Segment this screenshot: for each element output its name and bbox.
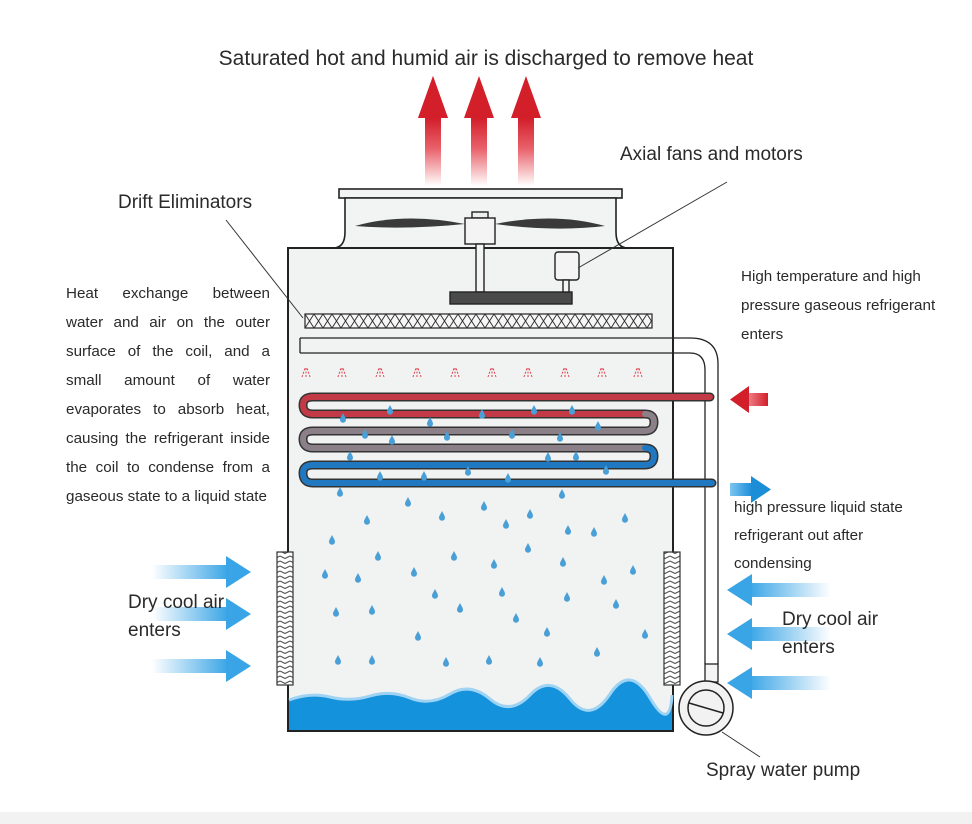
condenser-coil [298,392,717,488]
dry-air-right-label: Dry cool air enters [782,609,879,658]
refrigerant-in-arrow-icon [730,386,768,413]
hot-air-arrows [418,76,541,186]
fan-blades-icon [355,218,605,229]
drift-eliminators-label: Drift Eliminators [118,192,253,213]
refrigerant-out-label: high pressure liquid state refrigerant o… [734,499,903,572]
air-inlet-louver-right [663,551,681,686]
drift-eliminator [304,313,653,329]
refrigerant-in-label: High temperature and high pressure gaseo… [741,268,936,343]
axial-fans-label: Axial fans and motors [620,144,803,165]
refrigerant-out-arrow-icon [730,476,771,503]
fan-motor-icon [449,211,580,305]
leader-lines [225,181,761,758]
diagram-title: Saturated hot and humid air is discharge… [218,47,754,70]
dry-air-left-label: Dry cool air enters [128,592,225,641]
bottom-band [0,812,972,824]
heat-exchange-description: Heat exchange between water and air on t… [66,285,270,505]
spray-pump-label: Spray water pump [706,760,861,781]
dry-air-arrows-left [152,556,251,682]
dry-air-arrows-right [727,574,831,699]
water-basin [289,679,672,730]
air-inlet-louver-left [276,551,294,686]
spray-pump-icon [678,680,734,736]
spray-pipe [299,337,719,683]
